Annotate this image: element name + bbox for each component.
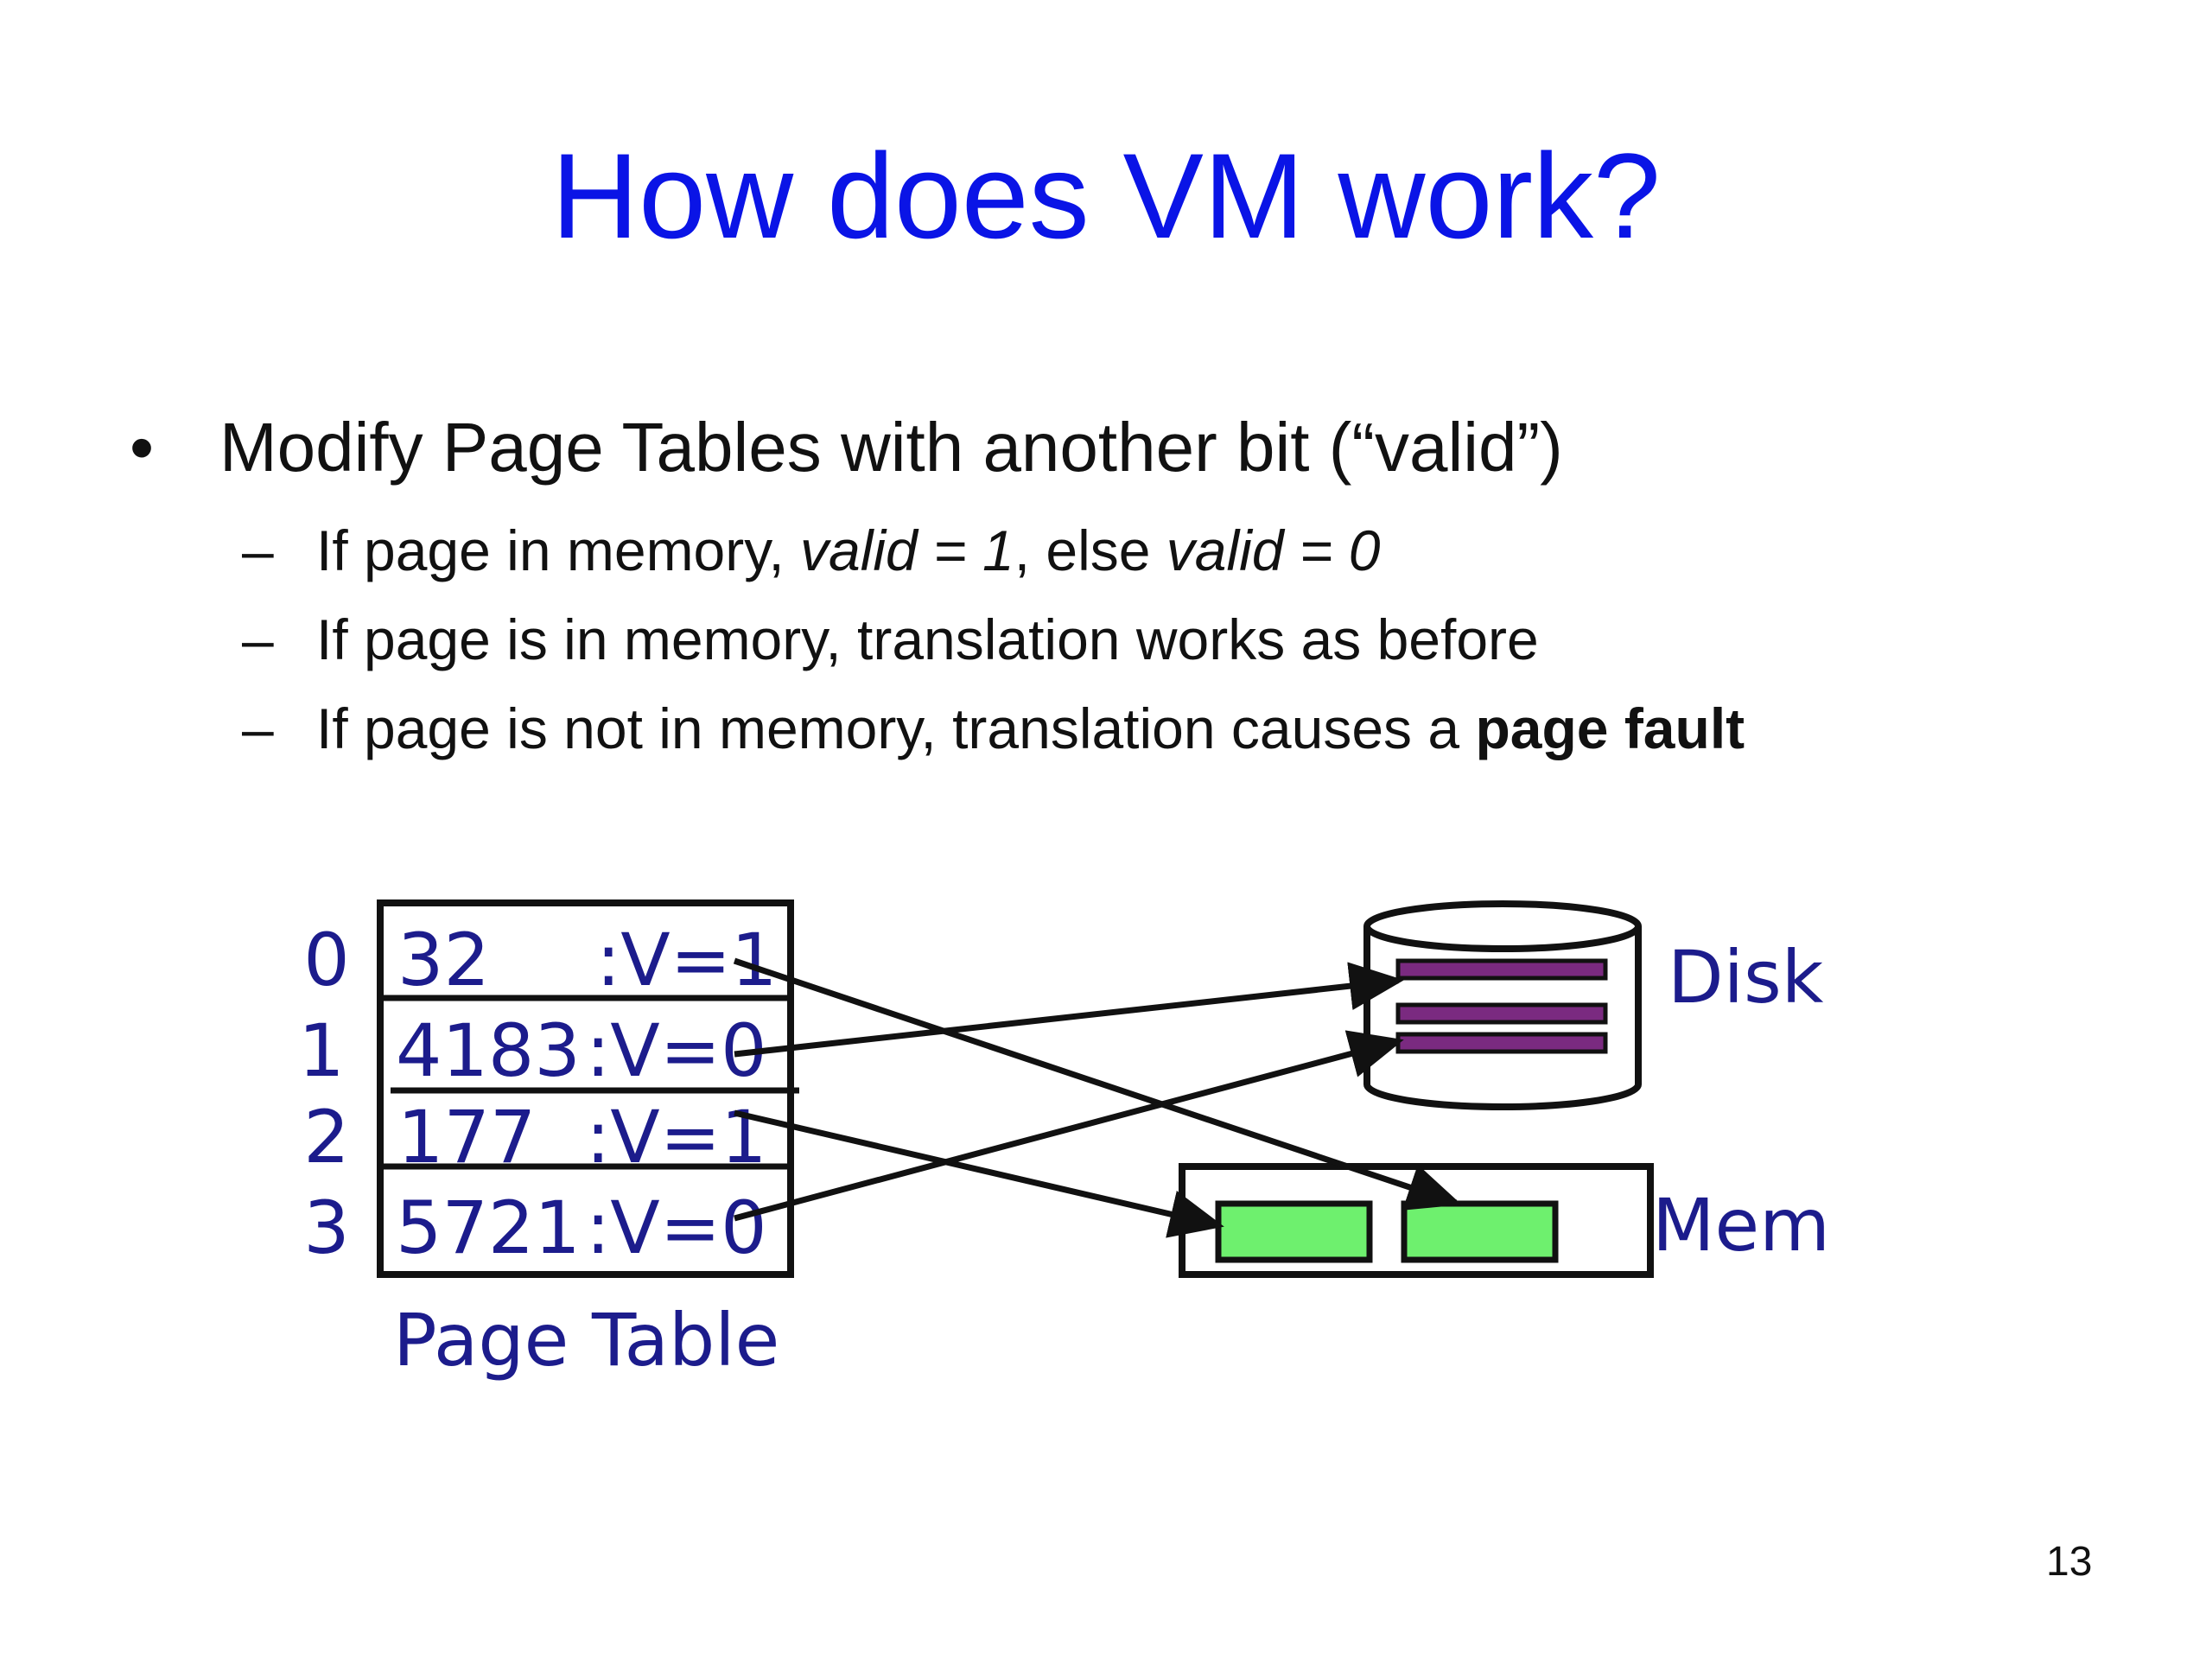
page-table-valid-0: :V=1 (596, 918, 778, 1002)
disk-block (1395, 958, 1608, 981)
sub-bullet-page-fault: –If page is not in memory, translation c… (242, 700, 1745, 757)
page-table-frame-3: 5721 (396, 1185, 581, 1270)
sub-bullet-dash: – (242, 696, 274, 760)
disk-top (1363, 900, 1642, 952)
disk-label: Disk (1668, 935, 1824, 1020)
sub-bullet-dash: – (242, 607, 274, 671)
arrow-row0-to-mem (733, 957, 1462, 1211)
page-table-frame-0: 32 (397, 918, 490, 1002)
sub-bullet-valid: –If page in memory, valid = 1, else vali… (242, 522, 1380, 579)
page-table-valid-3: :V=0 (586, 1185, 767, 1270)
memory-frame (1215, 1200, 1373, 1263)
sub-bullet-in-memory: –If page is in memory, translation works… (242, 611, 1539, 668)
disk-block (1395, 1032, 1608, 1054)
page-table-index-0: 0 (303, 918, 349, 1002)
page-table-frame-1: 4183 (396, 1008, 581, 1093)
memory-frame (1401, 1200, 1559, 1263)
page-table-index-1: 1 (298, 1008, 344, 1093)
disk-icon (1363, 900, 1642, 1110)
bullet-dot: • (130, 409, 155, 486)
slide-title: How does VM work? (551, 128, 1661, 264)
page-table-label: Page Table (393, 1298, 779, 1382)
sub1-middle: , else (1014, 518, 1166, 582)
sub2-text: If page is in memory, translation works … (316, 607, 1539, 671)
page-table-valid-1: :V=0 (586, 1008, 767, 1093)
sub3-bold-page-fault: page fault (1475, 696, 1745, 760)
memory-icon (1179, 1163, 1654, 1278)
bullet-main-text: Modify Page Tables with another bit (“va… (219, 409, 1563, 486)
sub1-prefix: If page in memory, (316, 518, 801, 582)
sub1-italic-valid1: valid = 1 (800, 518, 1014, 582)
page-table-index-2: 2 (303, 1095, 349, 1179)
page-table-valid-2: :V=1 (586, 1095, 767, 1179)
page-number: 13 (2046, 1539, 2093, 1585)
arrow-row1-to-disk (734, 962, 1404, 1058)
disk-block (1395, 1002, 1608, 1025)
page-table-index-3: 3 (303, 1185, 349, 1270)
sub1-italic-valid0: valid = 0 (1166, 518, 1381, 582)
bullet-main: •Modify Page Tables with another bit (“v… (130, 413, 1563, 482)
page-table: 0 1 2 3 32 :V=1 4183 :V=0 177 :V=1 5721 … (298, 899, 799, 1382)
arrow-row3-to-disk (734, 1030, 1404, 1222)
arrow-row2-to-mem (734, 1109, 1224, 1238)
mem-label: Mem (1652, 1183, 1830, 1268)
sub-bullet-dash: – (242, 518, 274, 582)
page-table-frame-2: 177 (397, 1095, 536, 1179)
sub3-prefix: If page is not in memory, translation ca… (316, 696, 1476, 760)
